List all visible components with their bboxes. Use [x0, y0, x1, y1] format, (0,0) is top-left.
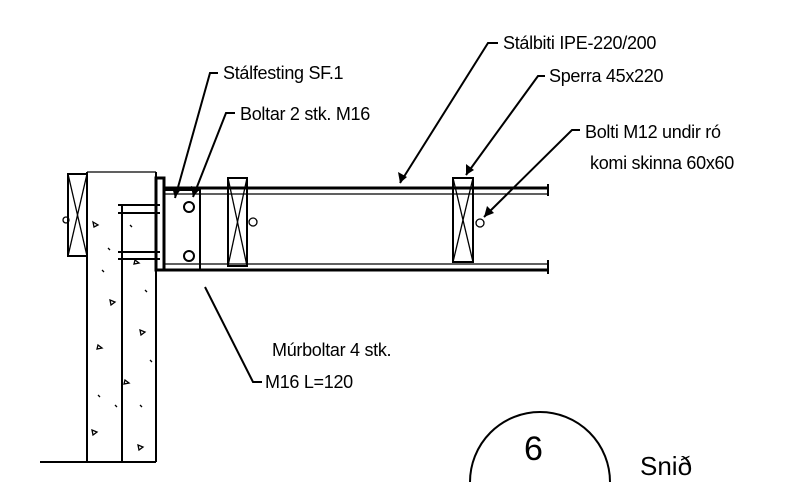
- section-title: Snið: [640, 451, 692, 481]
- leader-lines: [172, 42, 580, 383]
- label-anchor-line1: Múrboltar 4 stk.: [272, 340, 391, 360]
- concrete-wall: [40, 171, 157, 463]
- label-rafter: Sperra 45x220: [549, 66, 663, 86]
- steel-bracket: [154, 176, 201, 272]
- label-bolts: Boltar 2 stk. M16: [240, 104, 370, 124]
- label-anchor-line2: M16 L=120: [265, 372, 353, 392]
- rafter-2: [452, 177, 485, 263]
- label-steel-bracket: Stálfesting SF.1: [223, 63, 344, 83]
- section-marker: [469, 411, 611, 482]
- timber-block-left: [62, 173, 88, 257]
- label-bolt-m12-line2: komi skinna 60x60: [590, 153, 734, 173]
- steel-beam: [164, 184, 549, 274]
- section-number: 6: [524, 430, 543, 468]
- label-steel-beam: Stálbiti IPE-220/200: [503, 33, 656, 53]
- label-bolt-m12-line1: Bolti M12 undir ró: [585, 122, 721, 142]
- anchor-bolts: [118, 204, 160, 260]
- rafter-1: [227, 177, 258, 267]
